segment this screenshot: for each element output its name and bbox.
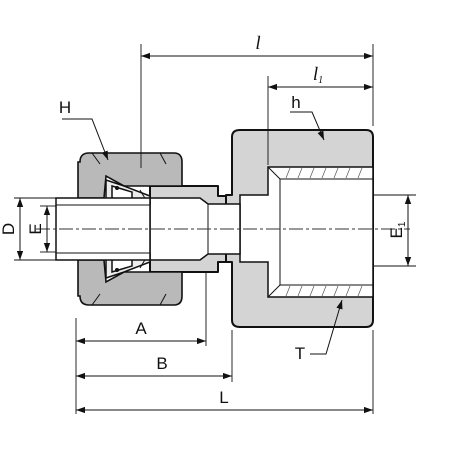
leader-t-thread bbox=[310, 299, 343, 355]
label-h-body: h bbox=[291, 93, 300, 112]
label-l: l bbox=[255, 33, 260, 54]
compression-nut bbox=[77, 152, 183, 306]
label-e: E bbox=[26, 223, 45, 234]
label-a: A bbox=[135, 319, 147, 338]
leader-h-nut bbox=[62, 118, 109, 161]
label-t-thread: T bbox=[295, 344, 305, 363]
female-threaded-body bbox=[225, 129, 374, 328]
thread-hatching bbox=[285, 167, 363, 297]
label-d: D bbox=[0, 223, 18, 235]
label-b: B bbox=[156, 354, 167, 373]
extension-lines bbox=[14, 44, 416, 414]
label-total-length: L bbox=[219, 388, 228, 407]
label-l1: l1 bbox=[313, 64, 323, 86]
leader-h-body bbox=[290, 111, 325, 141]
label-h-nut: H bbox=[59, 98, 71, 117]
label-e1: E1 bbox=[387, 221, 408, 238]
